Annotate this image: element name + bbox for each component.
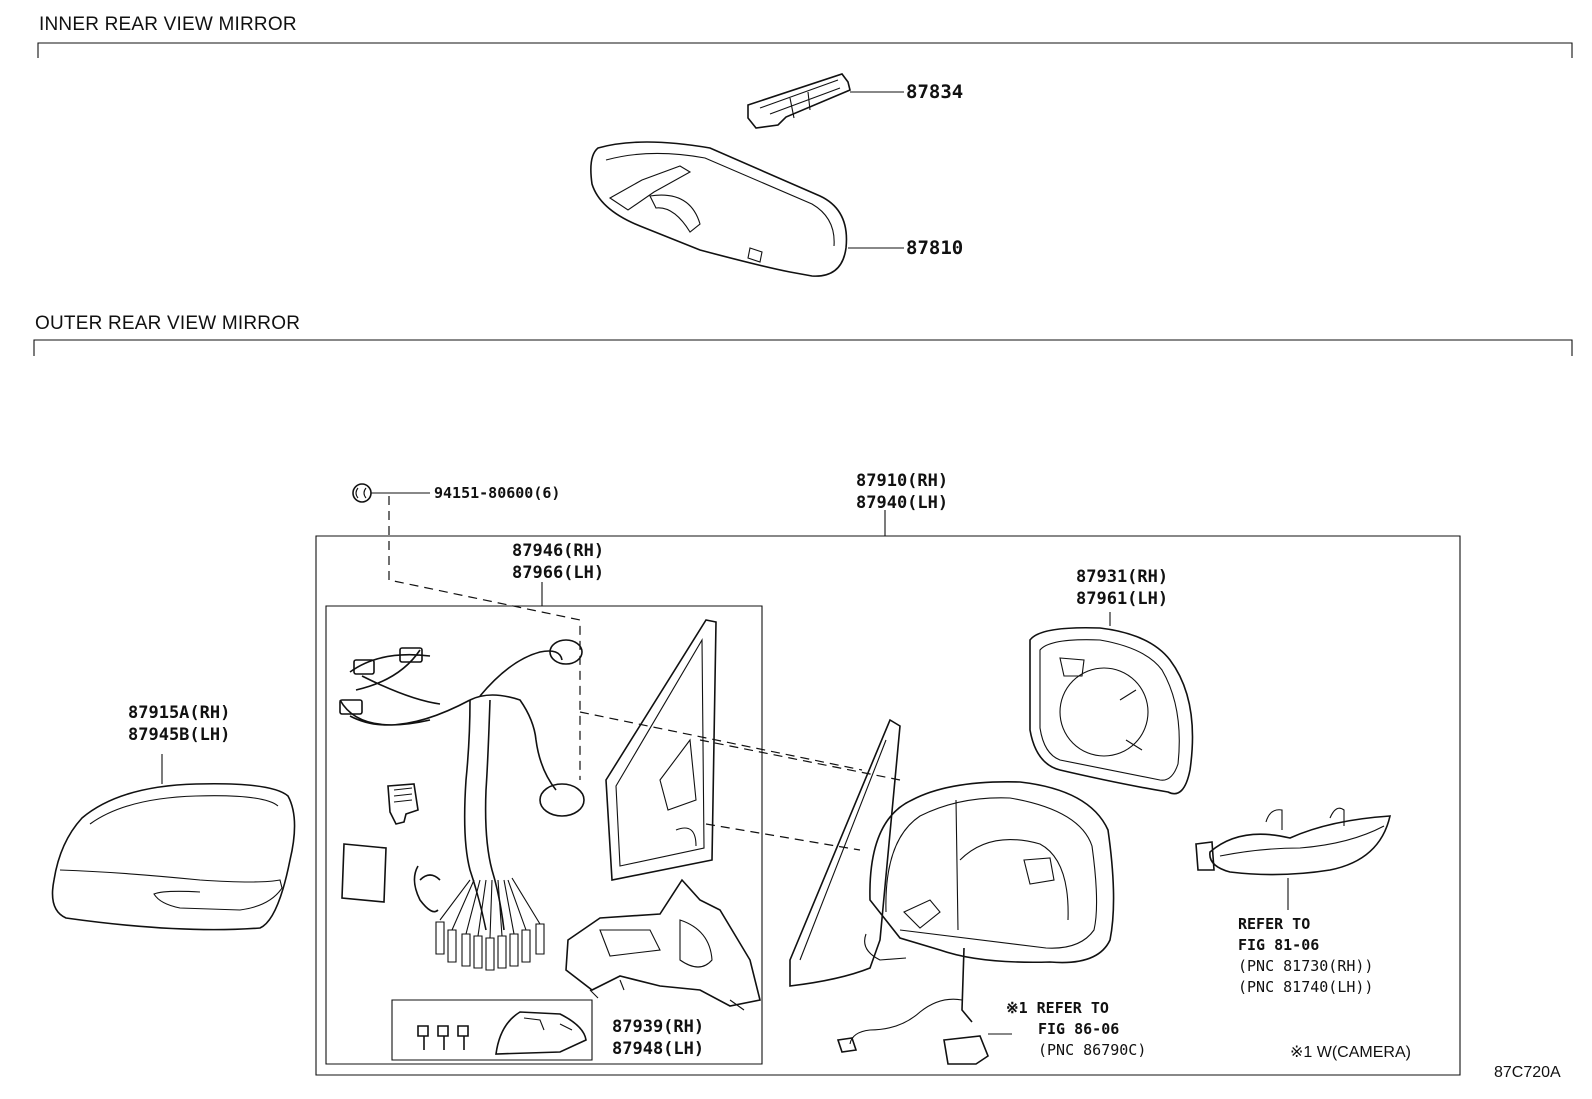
- bracket-lh-label: 87948(LH): [612, 1039, 705, 1059]
- camera-reference[interactable]: ※1 REFER TO FIG 86-06 (PNC 86790C): [1006, 998, 1146, 1061]
- figure-code: 87C720A: [1494, 1064, 1561, 1081]
- camera-ref-line2: FIG 86-06: [1038, 1020, 1120, 1038]
- assembly-rh-label: 87910(RH): [856, 471, 949, 491]
- part-87810-label[interactable]: 87810: [906, 237, 964, 259]
- wire-box: [325, 582, 763, 1065]
- screw-94151-label[interactable]: 94151-80600(6): [434, 484, 561, 502]
- camera-note: ※1 W(CAMERA): [1290, 1044, 1411, 1061]
- bracket-rh-label: 87939(RH): [612, 1017, 705, 1037]
- wire-label[interactable]: 87946(RH) 87966(LH): [512, 540, 604, 584]
- outer-section-title: OUTER REAR VIEW MIRROR: [35, 313, 301, 334]
- cover-label[interactable]: 87915A(RH) 87945B(LH): [128, 702, 230, 746]
- screw-94151-drawing: [352, 483, 581, 780]
- signal-ref-line2: FIG 81-06: [1238, 936, 1320, 954]
- actuator-drawing: [565, 878, 761, 1011]
- assembly-label[interactable]: 87910(RH) 87940(LH): [856, 470, 948, 514]
- wire-lh-label: 87966(LH): [512, 563, 605, 583]
- inner-mirror-87810-drawing: [590, 141, 904, 277]
- camera-drawing: [836, 947, 1012, 1065]
- mirror-base-drawing: [579, 619, 901, 881]
- cover-lh-label: 87945B(LH): [128, 725, 231, 745]
- signal-ref-line4: (PNC 81740(LH)): [1238, 978, 1374, 996]
- turn-signal-drawing: [1195, 807, 1392, 910]
- assembly-lh-label: 87940(LH): [856, 493, 949, 513]
- camera-ref-line3: (PNC 86790C): [1038, 1041, 1147, 1059]
- outer-section-bracket: [33, 339, 1573, 356]
- glass-rh-label: 87931(RH): [1076, 567, 1169, 587]
- signal-ref-line3: (PNC 81730(RH)): [1238, 957, 1374, 975]
- inner-section-title: INNER REAR VIEW MIRROR: [39, 14, 297, 35]
- wire-rh-label: 87946(RH): [512, 541, 605, 561]
- screw-bracket-box: [391, 999, 593, 1061]
- signal-ref-line1: REFER TO: [1238, 915, 1311, 933]
- wire-harness-drawing: [339, 639, 585, 971]
- outer-cover-drawing: [51, 754, 296, 931]
- cover-rh-label: 87915A(RH): [128, 703, 231, 723]
- mount-cover-87834-drawing: [747, 73, 904, 129]
- outer-mirror-body-drawing: [789, 718, 1115, 987]
- inner-section-bracket: [37, 42, 1573, 58]
- bracket-label[interactable]: 87939(RH) 87948(LH): [612, 1016, 704, 1060]
- glass-label[interactable]: 87931(RH) 87961(LH): [1076, 566, 1168, 610]
- part-87834-label[interactable]: 87834: [906, 81, 964, 103]
- glass-lh-label: 87961(LH): [1076, 589, 1169, 609]
- assembly-box: [315, 510, 1461, 1076]
- camera-ref-line1: ※1 REFER TO: [1006, 999, 1109, 1017]
- mirror-glass-drawing: [1029, 612, 1194, 795]
- signal-reference[interactable]: REFER TO FIG 81-06 (PNC 81730(RH)) (PNC …: [1238, 914, 1373, 998]
